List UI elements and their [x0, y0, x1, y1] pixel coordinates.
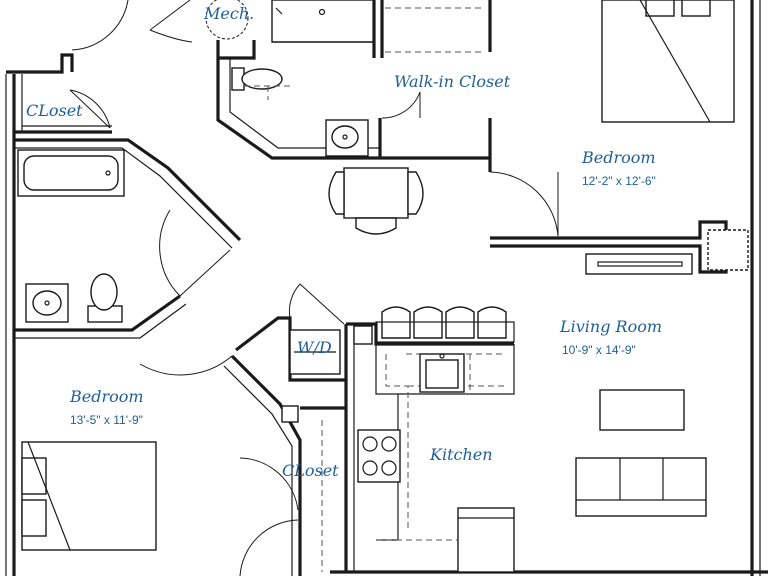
bathtub: [17, 149, 125, 197]
door-arc-wd: [288, 283, 301, 319]
dim-living-room: 10'-9" x 14'-9": [562, 343, 636, 357]
chair-right: [407, 171, 424, 215]
bath-top-wall-left: [216, 58, 380, 160]
top-bath-area: [149, 0, 492, 172]
shower-drain-icon: [318, 8, 326, 16]
toilet-left: [87, 273, 123, 323]
wd-closet: [235, 283, 355, 572]
closet-top-left: [14, 74, 112, 134]
top-left-wall: [6, 53, 74, 74]
coffee-table: [599, 389, 685, 431]
door-arc-bedroom-right: [489, 171, 559, 237]
bath-left-bottom-wall: [14, 294, 181, 332]
label-mech: Mech.: [203, 4, 254, 23]
label-kitchen: Kitchen: [429, 445, 493, 464]
refrigerator: [457, 507, 515, 573]
door-closet-top: [69, 89, 111, 129]
bath-left-top-wall: [14, 138, 242, 242]
dining-table: [343, 167, 409, 219]
label-living-room: Living Room: [559, 317, 662, 336]
label-bedroom-left: Bedroom: [69, 387, 144, 406]
sofa: [575, 457, 707, 517]
label-bedroom-right: Bedroom: [581, 148, 656, 167]
chair-bottom: [355, 217, 397, 235]
dim-bedroom-right: 12'-2" x 12'-6": [582, 174, 656, 188]
dim-bedroom-left: 13'-5" x 11'-9": [70, 413, 143, 427]
right-bedroom: [490, 0, 749, 275]
kitchen: [346, 306, 515, 573]
exterior-walls: [5, 0, 768, 576]
label-closet-bottom: CLoset: [282, 461, 339, 480]
chair-left: [328, 171, 345, 215]
stove: [357, 429, 401, 483]
toilet-top: [231, 67, 283, 91]
bed-right: [601, 0, 735, 123]
label-closet-top: CLoset: [26, 101, 83, 120]
mech-wall: [216, 40, 256, 60]
console-table: [585, 253, 693, 275]
living-room: [575, 389, 707, 517]
dining-set: [328, 167, 424, 235]
left-bedroom: [21, 354, 302, 576]
label-walkin-closet: Walk-in Closet: [394, 72, 511, 91]
left-bathroom: [14, 138, 242, 339]
door-arc-bath-left: [159, 209, 181, 297]
kitchen-sink: [419, 353, 465, 393]
label-wd: W/D: [297, 338, 332, 357]
mech-unit: [205, 0, 249, 40]
upper-doors: [69, 0, 559, 237]
door-arc-hall: [71, 0, 129, 51]
sink-left: [25, 283, 69, 323]
shower: [271, 0, 375, 43]
column: [707, 229, 749, 271]
door-arc-bedroom-left: [139, 355, 233, 376]
bed-left: [21, 441, 157, 551]
sink-top: [325, 119, 369, 157]
